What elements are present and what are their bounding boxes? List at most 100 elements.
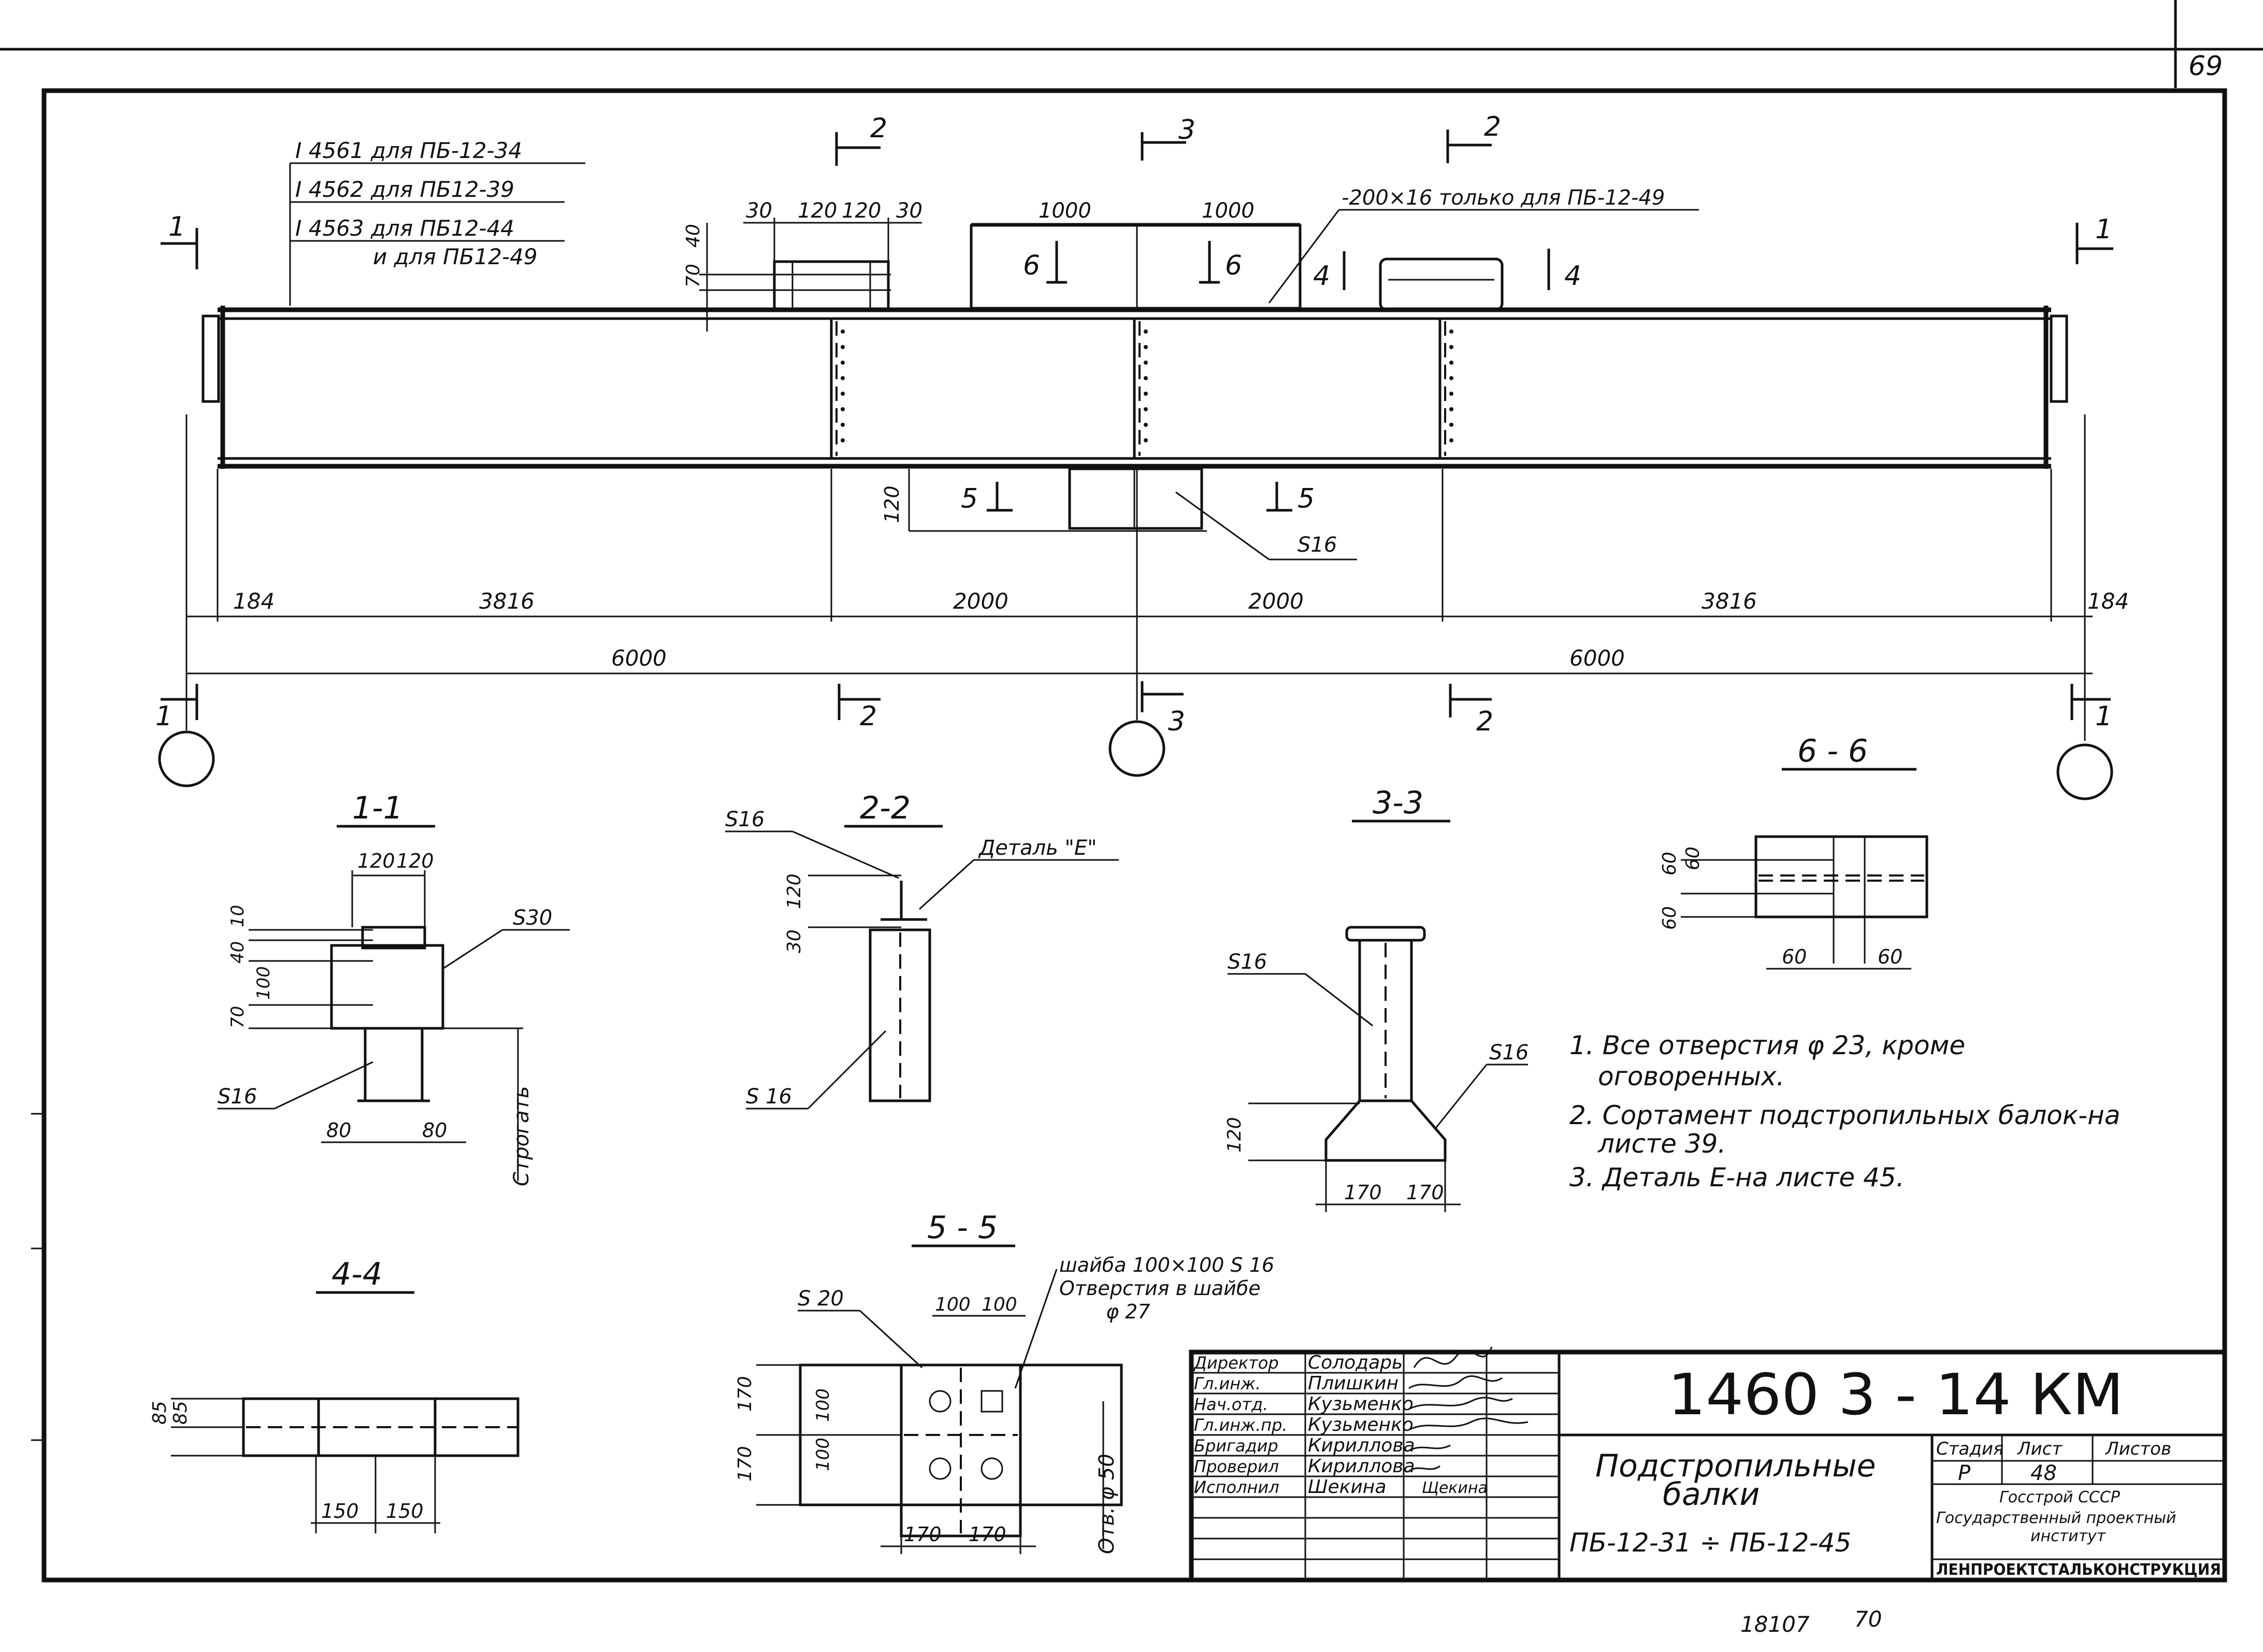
section-1-1: 1-1 120 120 10 40 100 70 S30 S16 80 80 С… [218,790,570,1186]
s22-dim-2: 30 [784,929,805,953]
bolt-dot [841,438,845,442]
beam-label-2: I 4562 для ПБ12-39 [295,177,514,202]
bolt-marks [841,329,1453,442]
tb-code: 1460 3 - 14 КМ [1668,1361,2124,1428]
tb-signature-7: Щекина [1422,1479,1488,1497]
tb-org-1: Госстрой СССР [1999,1488,2121,1506]
s22-weld-top: S16 [725,808,765,831]
tb-name-7: Шекина [1308,1476,1386,1498]
section-4-4-title: 4-4 [331,1256,382,1292]
beam-elevation: 120 S16 [201,224,2068,561]
s55-dim-left-1: 170 [734,1376,756,1412]
weld-s16-label: S16 [1298,533,1337,557]
top-dim-3: 120 [842,199,881,223]
s33-weld-right: S16 [1489,1041,1529,1065]
bolt-dot [1144,329,1148,334]
section-5-5-title: 5 - 5 [927,1210,998,1246]
span-dim-1: 184 [233,588,275,614]
s44-dim-left-2: 85 [170,1401,191,1425]
bolt-dot [1144,407,1148,411]
beam-labels: I 4561 для ПБ-12-34 I 4562 для ПБ12-39 I… [289,138,1699,306]
tb-role-5: Бригадир [1194,1436,1278,1456]
sec-mark-2-bottom-b: 2 [1476,706,1493,737]
bolt-dot [1144,345,1148,349]
s66-dim-left-2: 60 [1682,846,1704,870]
s11-dim-bot-2: 80 [422,1119,447,1142]
section-6-6-title: 6 - 6 [1797,733,1868,769]
s11-weld-top: S30 [513,906,552,930]
sec-mark-5-left: 5 [961,483,978,514]
bolt-dot [841,361,845,365]
s55-washer-3: φ 27 [1106,1300,1150,1323]
s55-dim-left-4: 170 [734,1446,756,1482]
s22-dim-1: 120 [784,873,805,909]
tb-name-3: Кузьменко [1308,1394,1414,1415]
sec-mark-2-b: 2 [1484,111,1501,142]
sec-mark-4-left: 4 [1313,261,1330,292]
tb-role-1: Директор [1193,1353,1279,1373]
tb-stage: Р [1958,1461,1971,1485]
axis-circle-center [1108,720,1165,777]
span-dims: 184 3816 2000 2000 3816 184 6000 6000 [185,414,2129,679]
top-dim-2: 120 [798,199,837,223]
bolt-dot [841,407,845,411]
bolt-dot [1449,361,1453,365]
total-dim-1: 6000 [611,645,667,671]
tb-name-5: Кириллова [1308,1435,1415,1456]
section-2-2-title: 2-2 [860,790,911,826]
s11-note: Строгать [510,1086,534,1187]
s33-dim-bot-1: 170 [1344,1181,1382,1204]
total-dim-2: 6000 [1569,645,1625,671]
s11-dim-left-2: 40 [227,941,248,964]
s11-dim-bot-1: 80 [326,1119,351,1142]
span-dim-4: 2000 [1248,588,1304,614]
bolt-dot [1144,376,1148,380]
section-5-5: 5 - 5 170 100 100 170 100 100 170 170 S … [734,1210,1274,1554]
s55-washer-1: шайба 100×100 S 16 [1059,1254,1274,1276]
note-line-2: оговоренных. [1598,1061,1784,1091]
bottom-number-1: 18107 [1740,1612,1810,1637]
s44-dim-bot-2: 150 [386,1500,424,1522]
sec-mark-1-bottom-left: 1 [155,701,172,732]
note-line-3: 2. Сортамент подстропильных балок-на [1569,1100,2120,1130]
left-vert-dim-70: 70 [683,264,704,288]
span-dim-5: 3816 [1702,588,1757,614]
mid-dim-2: 1000 [1202,199,1255,223]
tb-name-1: Солодарь [1308,1352,1403,1373]
s55-washer-2: Отверстия в шайбе [1059,1277,1261,1300]
span-dim-2: 3816 [479,588,535,614]
s55-dim-top-1: 100 [935,1294,971,1315]
beam-label-1: I 4561 для ПБ-12-34 [295,138,522,163]
tb-org-2: Государственный проектный [1936,1509,2176,1527]
sec-mark-2-bottom-a: 2 [860,701,877,732]
span-dim-6: 184 [2087,588,2129,614]
top-dim-4: 30 [896,199,923,223]
sec-mark-3-bottom: 3 [1168,706,1185,737]
s11-dim-left-4: 70 [227,1006,248,1028]
s55-dim-left-3: 100 [813,1438,833,1471]
tb-name-6: Кириллова [1308,1456,1415,1477]
bolt-dot [1449,345,1453,349]
s33-dim-vert: 120 [1224,1117,1245,1153]
tb-role-4: Гл.инж.пр. [1194,1415,1288,1435]
s55-dim-bot-1: 170 [904,1523,942,1546]
tb-role-2: Гл.инж. [1194,1374,1261,1394]
bolt-dot [1144,423,1148,427]
beam-label-3: I 4563 для ПБ12-44 [295,216,514,241]
sec-mark-5-right: 5 [1298,483,1315,514]
sec-mark-6-right: 6 [1225,250,1242,281]
tb-col-header-sheets: Листов [2105,1439,2171,1459]
sec-mark-6-left: 6 [1023,250,1040,281]
sec-mark-4-right: 4 [1564,261,1581,292]
left-vert-dim-40: 40 [683,224,704,248]
section-2-2: 2-2 120 30 S16 Деталь "Е" S 16 [725,790,1119,1110]
top-dims: 30 120 120 30 1000 1000 40 70 [683,199,1300,332]
tb-col-header-stage: Стадия [1936,1439,2003,1459]
s33-dim-bot-2: 170 [1406,1181,1444,1204]
axis-markers [158,679,2113,800]
bolt-dot [1144,392,1148,396]
bolt-dot [1449,438,1453,442]
tb-title-1: Подстропильные [1595,1448,1876,1484]
s44-dim-bot-1: 150 [321,1500,359,1522]
section-3-3-title: 3-3 [1373,785,1423,821]
